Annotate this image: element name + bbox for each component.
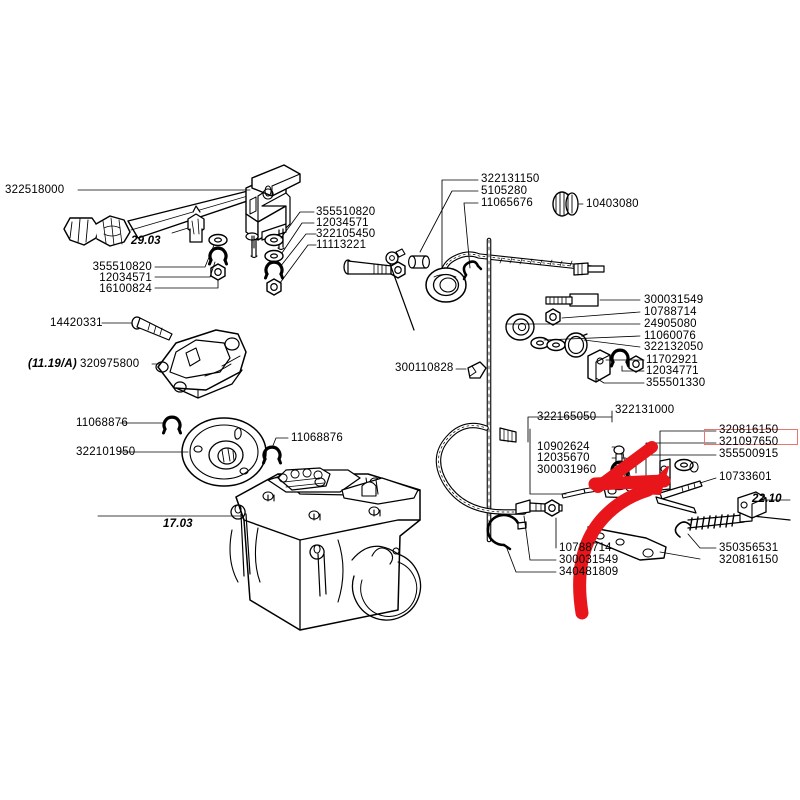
label-screw-left: 14420331	[50, 317, 103, 329]
label-top-b: 5105280	[481, 185, 528, 197]
label-highlight-d: 10733601	[719, 471, 772, 483]
label-grp2-b: 12034571	[316, 217, 369, 229]
label-highlight-c: 355500915	[719, 448, 779, 460]
label-right-a: 300031549	[644, 294, 704, 306]
label-clamp: 300110828	[395, 362, 454, 374]
label-bottom-b: 300031549	[559, 554, 619, 566]
label-highlight-a: 320816150	[719, 424, 779, 436]
label-right-b: 10788714	[644, 306, 697, 318]
label-rod: 320816150	[719, 554, 779, 566]
label-clip-left: 11068876	[76, 417, 128, 429]
part-disc-322101950	[181, 417, 267, 487]
label-clip-right: 11068876	[291, 432, 343, 444]
label-spring: 350356531	[719, 542, 779, 554]
label-ref-29-03: 29.03	[131, 235, 161, 247]
label-right-g: 12034771	[646, 365, 699, 377]
part-clamp-300110828	[467, 361, 487, 379]
part-screw-14420331	[131, 316, 173, 341]
label-grp3-c: 12035670	[537, 452, 590, 464]
label-grp1-b: 12034571	[99, 272, 152, 284]
part-knurled-nut-10403080	[552, 191, 579, 217]
part-bolt-11113221	[343, 259, 406, 279]
label-grp2-a: 355510820	[316, 206, 376, 218]
label-top-d: 10403080	[586, 198, 639, 210]
label-top-a: 322131150	[481, 173, 540, 185]
part-rod-and-nut	[515, 499, 563, 517]
label-main-lever: 322518000	[5, 184, 65, 196]
label-disc: 322101950	[76, 446, 136, 458]
label-top-c: 11065676	[481, 197, 533, 209]
label-grp3-d: 300031960	[537, 464, 597, 476]
part-ring-clamp	[486, 513, 527, 551]
part-stud	[385, 248, 415, 331]
label-bottom-c: 340481809	[559, 566, 619, 578]
label-housing: 320975800	[80, 358, 140, 370]
label-right-d: 11060076	[644, 330, 696, 342]
label-right-e: 322132050	[644, 341, 704, 353]
artwork-linework	[63, 164, 791, 631]
label-right-f: 11702921	[646, 354, 698, 366]
label-bottom-a: 10788714	[559, 542, 612, 554]
label-grp3-a: 322165050	[537, 411, 597, 423]
part-lower-cable	[435, 422, 527, 515]
part-clip-11068876-left	[161, 415, 183, 435]
label-grp3-head: 322131000	[615, 404, 675, 416]
part-bracket-22-10	[737, 491, 767, 519]
label-grp1-c: 16100824	[99, 283, 152, 295]
parts-right-cluster	[505, 293, 645, 384]
label-ref-22-10: 22.10	[752, 493, 782, 505]
label-right-c: 24905080	[644, 318, 697, 330]
label-ref-11-19a: (11.19/A)	[28, 358, 77, 370]
label-grp2-c: 322105450	[316, 228, 376, 240]
highlight-box	[704, 429, 798, 445]
label-grp3-b: 10902624	[537, 441, 590, 453]
part-selector-lever	[63, 164, 301, 259]
part-clip-11065676	[462, 260, 483, 281]
part-spring-350356531	[674, 510, 791, 538]
label-right-h: 355501330	[646, 377, 706, 389]
label-ref-17-03: 17.03	[163, 518, 193, 530]
part-gearbox-housing	[229, 467, 422, 631]
parts-right-washer-stack	[263, 233, 285, 296]
red-arrow-head	[639, 466, 669, 495]
label-grp1-a: 355510820	[92, 261, 152, 273]
part-ring-bearing	[425, 267, 467, 303]
label-highlight-b: 321097650	[719, 436, 779, 448]
label-grp2-d: 11113221	[316, 239, 367, 251]
part-pin-5105280	[408, 255, 431, 269]
part-29-03-fitting	[187, 205, 205, 243]
